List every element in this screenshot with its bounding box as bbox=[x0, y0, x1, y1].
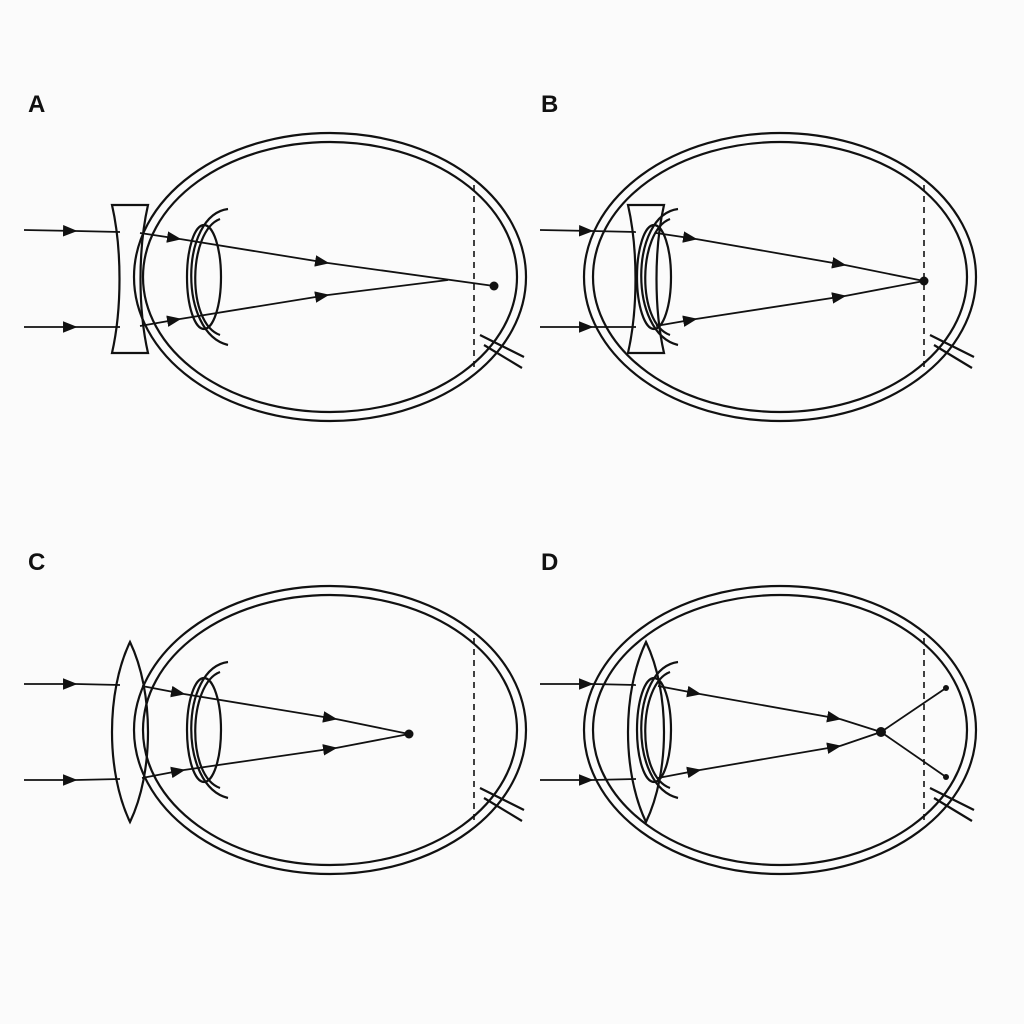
eye-c bbox=[132, 584, 528, 876]
light-rays-c bbox=[24, 678, 410, 786]
focal-point-d bbox=[876, 727, 886, 737]
eye-b bbox=[582, 131, 978, 423]
focal-point-a bbox=[489, 281, 499, 291]
panel-label-a: A bbox=[28, 91, 46, 118]
light-rays-d bbox=[540, 678, 947, 786]
panel-d bbox=[540, 584, 978, 876]
panel-c bbox=[24, 584, 528, 876]
panel-a bbox=[23, 131, 528, 423]
focal-point-c bbox=[404, 729, 414, 739]
retina-point-lower-d bbox=[943, 774, 949, 780]
light-rays-b bbox=[539, 224, 925, 333]
light-rays-a bbox=[23, 224, 495, 333]
eye-a bbox=[132, 131, 528, 423]
panel-label-c: C bbox=[28, 549, 46, 576]
retina-point-upper-d bbox=[943, 685, 949, 691]
eye-d bbox=[582, 584, 978, 876]
panel-label-b: B bbox=[541, 91, 559, 118]
focal-point-b bbox=[919, 276, 929, 286]
panel-b bbox=[539, 131, 978, 423]
panel-label-d: D bbox=[541, 549, 559, 576]
